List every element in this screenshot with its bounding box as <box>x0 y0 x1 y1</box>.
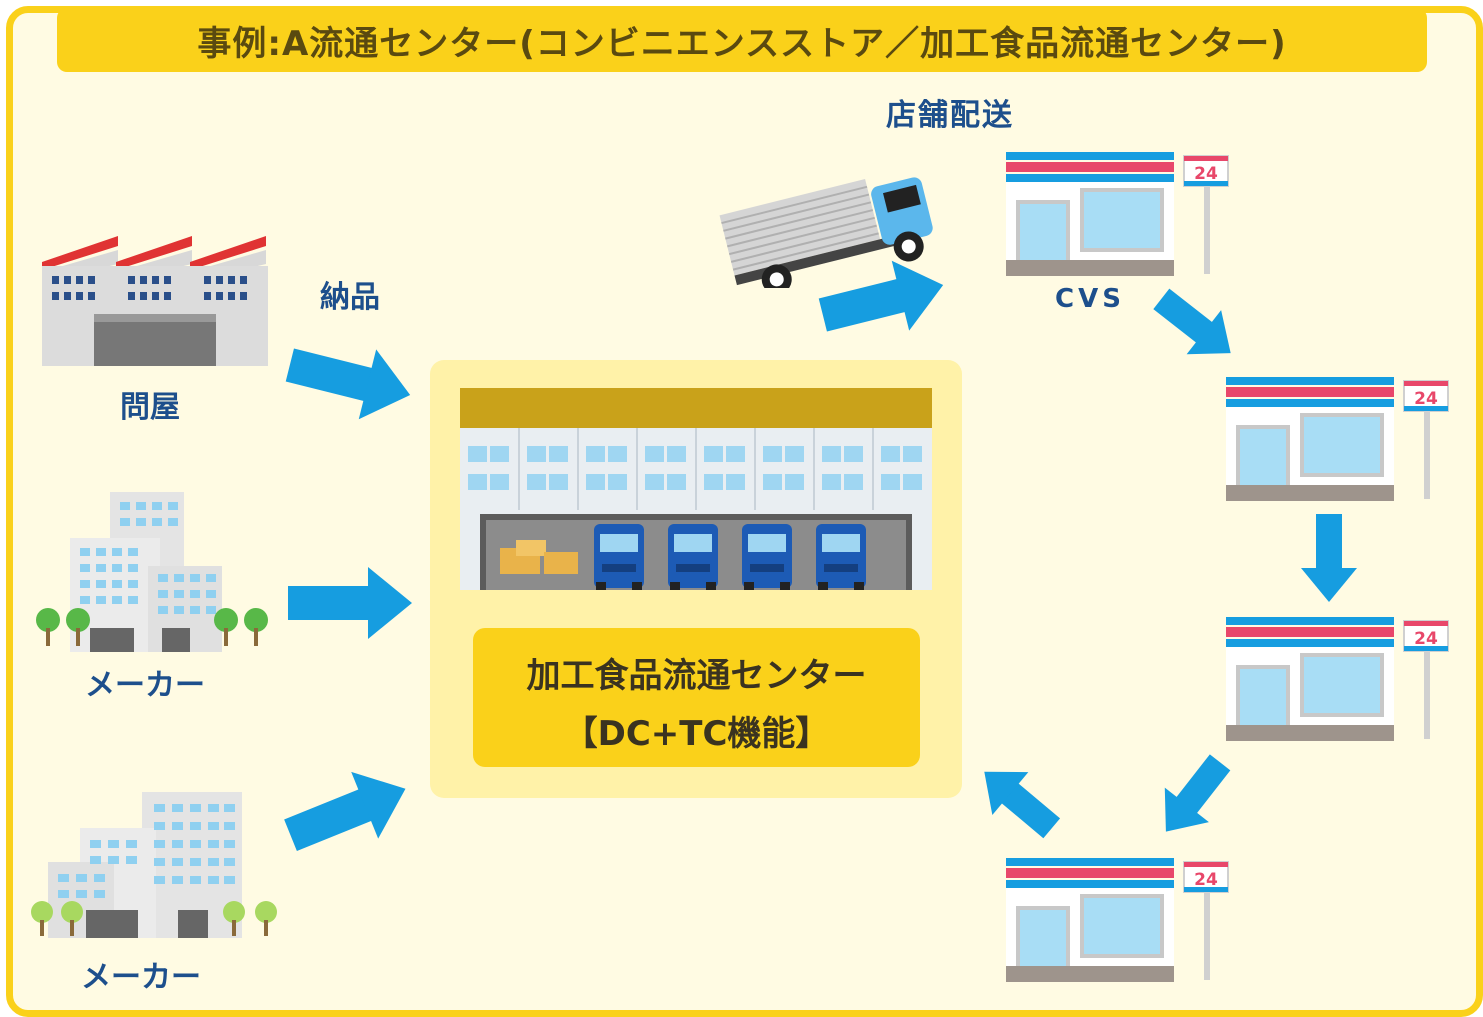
maker-label-2: メーカー <box>81 960 201 995</box>
truck-icon <box>594 524 644 590</box>
maker-building-icon <box>36 492 268 652</box>
wholesaler-label: 問屋 <box>120 390 180 425</box>
convenience-store-icon: 24 <box>1226 617 1449 741</box>
wholesaler-building-icon <box>42 236 268 366</box>
store-sign: 24 <box>1414 389 1438 409</box>
convenience-store-icon: 24 <box>1006 858 1229 982</box>
delivery-truck-icon <box>719 177 933 288</box>
diagram-title: 事例:A流通センター(コンビニエンスストア／加工食品流通センター) <box>197 23 1287 64</box>
title-bar: 事例:A流通センター(コンビニエンスストア／加工食品流通センター) <box>57 8 1427 72</box>
truck-icon <box>668 524 718 590</box>
warehouse-icon <box>460 388 932 590</box>
truck-icon <box>742 524 792 590</box>
truck-icon <box>816 524 866 590</box>
store-delivery-label: 店舗配送 <box>886 98 1014 133</box>
cvs-label: CVS <box>1055 284 1125 314</box>
maker-building-icon-2 <box>31 792 277 938</box>
center-name: 加工食品流通センター <box>526 656 867 696</box>
store-sign: 24 <box>1194 870 1218 890</box>
convenience-store-icon: 24 <box>1226 377 1449 501</box>
convenience-store-icon: 24 <box>1006 152 1229 276</box>
store-sign: 24 <box>1194 164 1218 184</box>
delivery-in-label: 納品 <box>320 280 380 315</box>
center-function: 【DC+TC機能】 <box>563 714 830 754</box>
distribution-center-label-box: 加工食品流通センター 【DC+TC機能】 <box>473 628 920 767</box>
store-sign: 24 <box>1414 629 1438 649</box>
maker-label-1: メーカー <box>85 668 205 703</box>
